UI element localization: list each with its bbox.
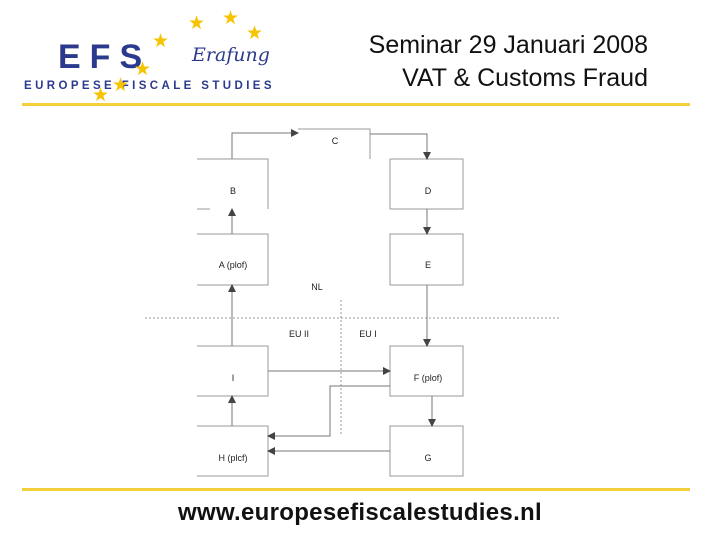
node-label-h: H (plcf)	[219, 453, 248, 463]
logo-subtitle: EUROPESE FISCALE STUDIES	[24, 80, 275, 92]
box-g	[389, 425, 464, 477]
node-label-f: F (plof)	[414, 373, 443, 383]
region-label-eu-ii: EU II	[289, 329, 309, 339]
star-icon: ★	[188, 13, 206, 34]
node-label-c: C	[332, 136, 339, 146]
region-label-nl: NL	[311, 282, 323, 292]
box-b	[197, 158, 269, 210]
logo-letters: EFS	[58, 38, 152, 76]
box-d	[389, 158, 464, 210]
footer-divider	[22, 488, 690, 491]
node-label-b: B	[230, 186, 236, 196]
flow-c-to-d	[370, 133, 431, 160]
slide-title-line-1: Seminar 29 Januari 2008	[368, 31, 648, 59]
star-icon: ★	[222, 8, 240, 29]
star-icon: ★	[112, 75, 130, 96]
node-label-g: G	[424, 453, 431, 463]
region-label-eu-i: EU I	[359, 329, 377, 339]
efs-logo: EFS Erafung EUROPESE FISCALE STUDIES ★ ★…	[20, 8, 300, 108]
box-h	[197, 425, 269, 477]
website-url[interactable]: www.europesefiscalestudies.nl	[178, 499, 542, 526]
box-f	[389, 345, 464, 397]
box-e	[389, 233, 464, 286]
box-i	[197, 345, 269, 397]
star-icon: ★	[92, 85, 110, 106]
flow-b-to-c	[231, 129, 299, 159]
node-label-a: A (plof)	[219, 260, 248, 270]
logo-signature: Erafung	[192, 44, 270, 66]
slide-title-line-2: VAT & Customs Fraud	[402, 64, 648, 92]
star-icon: ★	[246, 23, 264, 44]
node-label-d: D	[425, 186, 432, 196]
box-c	[298, 128, 371, 159]
star-icon: ★	[152, 31, 170, 52]
node-label-i: I	[232, 373, 235, 383]
header-divider	[22, 103, 690, 106]
node-label-e: E	[425, 260, 431, 270]
flow-to-h-upper	[267, 385, 390, 440]
star-icon: ★	[134, 59, 152, 80]
